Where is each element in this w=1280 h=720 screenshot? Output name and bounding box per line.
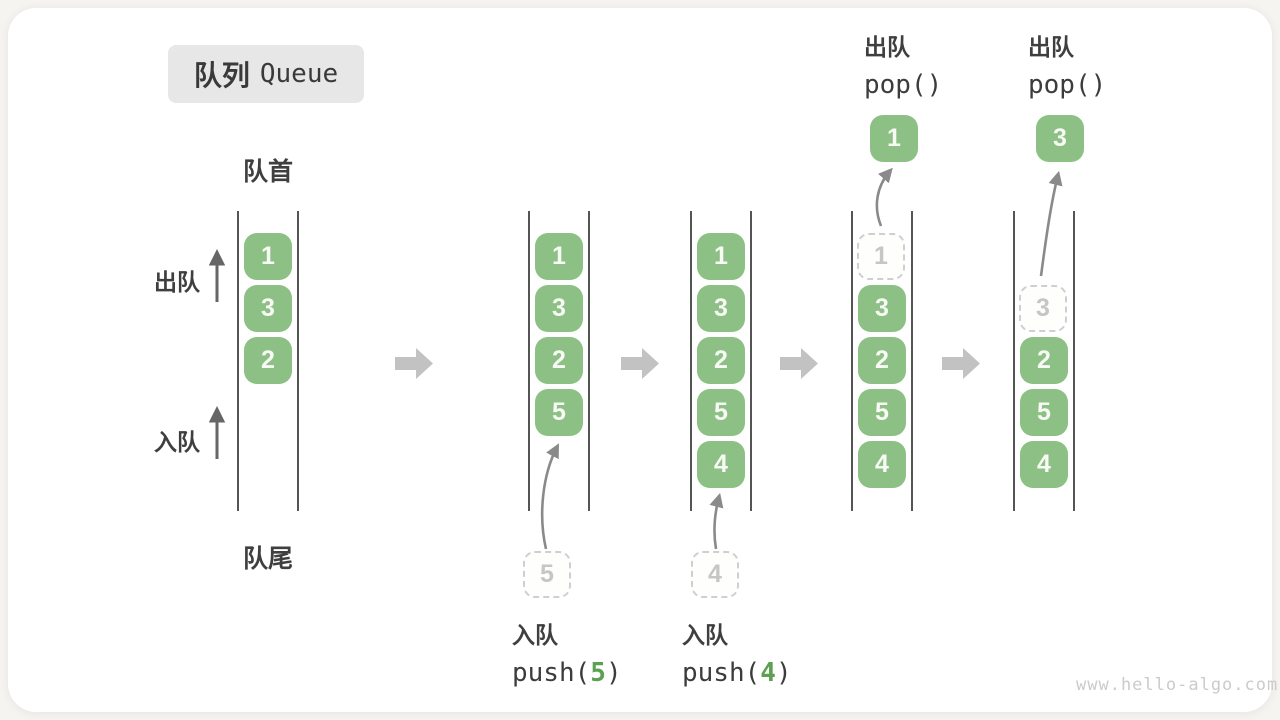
queue-wall: [690, 211, 692, 511]
queue-cell: 2: [697, 337, 745, 384]
queue-cell: 2: [858, 337, 906, 384]
queue-wall: [750, 211, 752, 511]
queue-wall: [1073, 211, 1075, 511]
queue-wall: [237, 211, 239, 511]
queue-cell: 5: [858, 389, 906, 436]
queue-cell: 2: [244, 337, 292, 384]
queue-cell: 5: [697, 389, 745, 436]
queue-cell: 4: [697, 441, 745, 488]
pending-cell: 4: [691, 551, 739, 598]
queue-cell: 3: [858, 285, 906, 332]
queue-wall: [851, 211, 853, 511]
queue-cell: 3: [697, 285, 745, 332]
title-en: Queue: [259, 59, 339, 89]
queue-wall: [911, 211, 913, 511]
op-push4-code: push(4): [682, 658, 792, 688]
label-queue-front: 队首: [242, 158, 293, 186]
queue-cell: 2: [1020, 337, 1068, 384]
op-enqueue-label: 入队: [512, 622, 558, 648]
queue-cell: 1: [244, 233, 292, 280]
queue-cell: 1: [535, 233, 583, 280]
ghost-cell: 3: [1019, 285, 1067, 332]
popped-cell: 3: [1036, 115, 1084, 162]
op-push5-code: push(5): [512, 658, 622, 688]
title-box: 队列 Queue: [168, 45, 364, 103]
queue-cell: 4: [1020, 441, 1068, 488]
op-dequeue-label: 出队: [864, 34, 910, 60]
label-queue-rear: 队尾: [242, 545, 293, 573]
popped-cell: 1: [870, 115, 918, 162]
op-label-push4: 入队 push(4): [682, 616, 792, 688]
queue-cell: 4: [858, 441, 906, 488]
op-label-pop2: 出队 pop(): [1028, 28, 1106, 100]
queue-cell: 3: [535, 285, 583, 332]
queue-wall: [1013, 211, 1015, 511]
queue-cell: 5: [1020, 389, 1068, 436]
code-post: ): [775, 658, 792, 688]
pending-cell: 5: [523, 551, 571, 598]
diagram-panel: [8, 8, 1272, 712]
ghost-cell: 1: [857, 233, 905, 280]
op-enqueue-label: 入队: [682, 622, 728, 648]
queue-cell: 3: [244, 285, 292, 332]
op-dequeue-label: 出队: [1028, 34, 1074, 60]
op-label-pop1: 出队 pop(): [864, 28, 942, 100]
queue-wall: [588, 211, 590, 511]
queue-cell: 2: [535, 337, 583, 384]
code-post: ): [605, 658, 622, 688]
code-pre: push(: [512, 658, 591, 688]
label-enqueue-side: 入队: [154, 429, 200, 455]
code-arg: 5: [590, 658, 606, 688]
op-pop2-code: pop(): [1028, 70, 1107, 100]
queue-cell: 1: [697, 233, 745, 280]
op-label-push5: 入队 push(5): [512, 616, 622, 688]
queue-wall: [528, 211, 530, 511]
op-pop1-code: pop(): [864, 70, 943, 100]
label-dequeue-side: 出队: [154, 269, 200, 295]
queue-wall: [297, 211, 299, 511]
queue-cell: 5: [535, 389, 583, 436]
title-zh: 队列: [193, 60, 250, 91]
watermark: www.hello-algo.com: [1076, 675, 1279, 695]
code-arg: 4: [760, 658, 776, 688]
code-pre: push(: [682, 658, 761, 688]
